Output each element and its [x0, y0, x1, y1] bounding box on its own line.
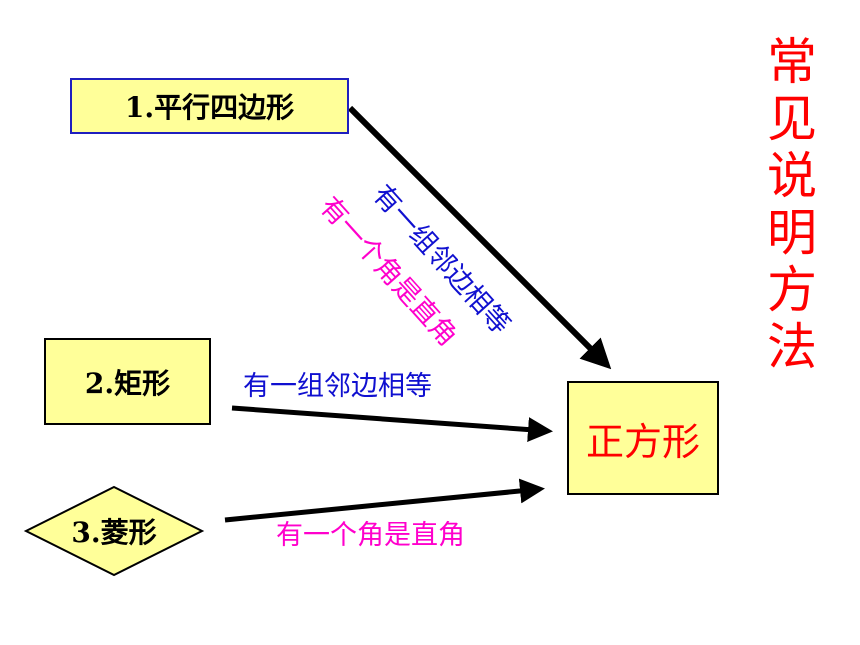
- rectangle-label: 2.矩形: [84, 366, 171, 400]
- rectangle-box: 2.矩形: [44, 338, 211, 425]
- arrow-parallelogram-to-square: [347, 105, 612, 370]
- parallelogram-box: 1.平行四边形: [70, 78, 349, 134]
- title-char: 明: [767, 204, 817, 262]
- condition-rhombus: 有一个角是直角: [276, 520, 465, 551]
- arrow-rectangle-to-square: [231, 405, 553, 443]
- square-box: 正方形: [567, 381, 719, 495]
- parallelogram-label: 1.平行四边形: [124, 91, 295, 124]
- square-label: 正方形: [585, 419, 700, 464]
- arrow-rhombus-to-square: [224, 478, 545, 523]
- title-char: 见: [767, 90, 817, 148]
- title-char: 法: [767, 318, 817, 376]
- rhombus-label: 3.菱形: [71, 516, 157, 549]
- title-char: 方: [767, 261, 817, 319]
- title-char: 说: [767, 147, 817, 205]
- rhombus-shape: [23, 485, 205, 577]
- condition-rectangle: 有一组邻边相等: [243, 371, 432, 402]
- vertical-title: 常 见 说 明 方 法: [760, 34, 824, 376]
- title-char: 常: [767, 33, 817, 91]
